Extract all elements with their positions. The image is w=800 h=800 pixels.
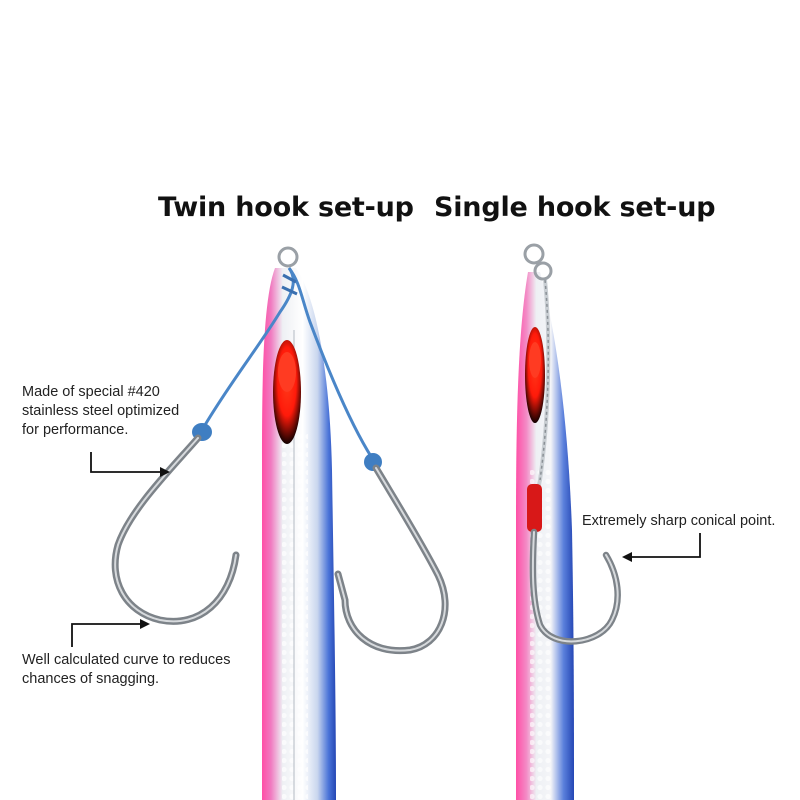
twin-hook-right-highlight	[337, 467, 447, 652]
point-callout-arrow	[627, 533, 701, 558]
steel-callout-arrow	[90, 452, 165, 473]
single-jig-eye-shine	[529, 342, 541, 378]
twin-assist-cord-twist	[281, 273, 298, 296]
steel-callout-line: stainless steel optimized	[22, 403, 180, 419]
single-red-tube	[527, 484, 542, 532]
twin-jig-scale-pattern	[282, 430, 308, 800]
twin-hook-left	[111, 434, 240, 625]
steel-callout-arrowhead	[160, 467, 170, 477]
twin-assist-cord-left	[203, 267, 295, 426]
curve-callout-arrowhead	[140, 619, 150, 629]
twin-hook-heading: Twin hook set-up	[158, 192, 414, 223]
steel-callout-text: Made of special #420 stainless steel opt…	[22, 383, 222, 440]
curve-callout-line: chances of snagging.	[22, 671, 160, 687]
twin-hook-left-highlight	[114, 437, 237, 623]
twin-split-ring	[277, 246, 299, 268]
single-split-ring	[523, 243, 545, 265]
callout-pointers	[71, 452, 701, 647]
curve-callout-text: Well calculated curve to reduces chances…	[22, 651, 262, 689]
single-assist-cord-weave	[539, 279, 550, 481]
single-hook-heading: Single hook set-up	[434, 192, 716, 223]
twin-hook-illustration	[111, 246, 449, 800]
curve-callout-line: Well calculated curve to reduces	[22, 652, 231, 668]
point-callout-line: Extremely sharp conical point.	[582, 513, 776, 529]
single-hook-illustration	[516, 243, 621, 800]
steel-callout-line: Made of special #420	[22, 384, 160, 400]
steel-callout-line: for performance.	[22, 422, 129, 438]
twin-assist-cord-right	[287, 267, 374, 459]
point-callout-text: Extremely sharp conical point.	[582, 512, 797, 531]
twin-jig-eye-shine	[278, 352, 296, 392]
single-hook-highlight	[531, 531, 619, 643]
single-solid-ring	[533, 261, 553, 281]
point-callout-arrowhead	[622, 552, 632, 562]
curve-callout-arrow	[71, 623, 145, 647]
